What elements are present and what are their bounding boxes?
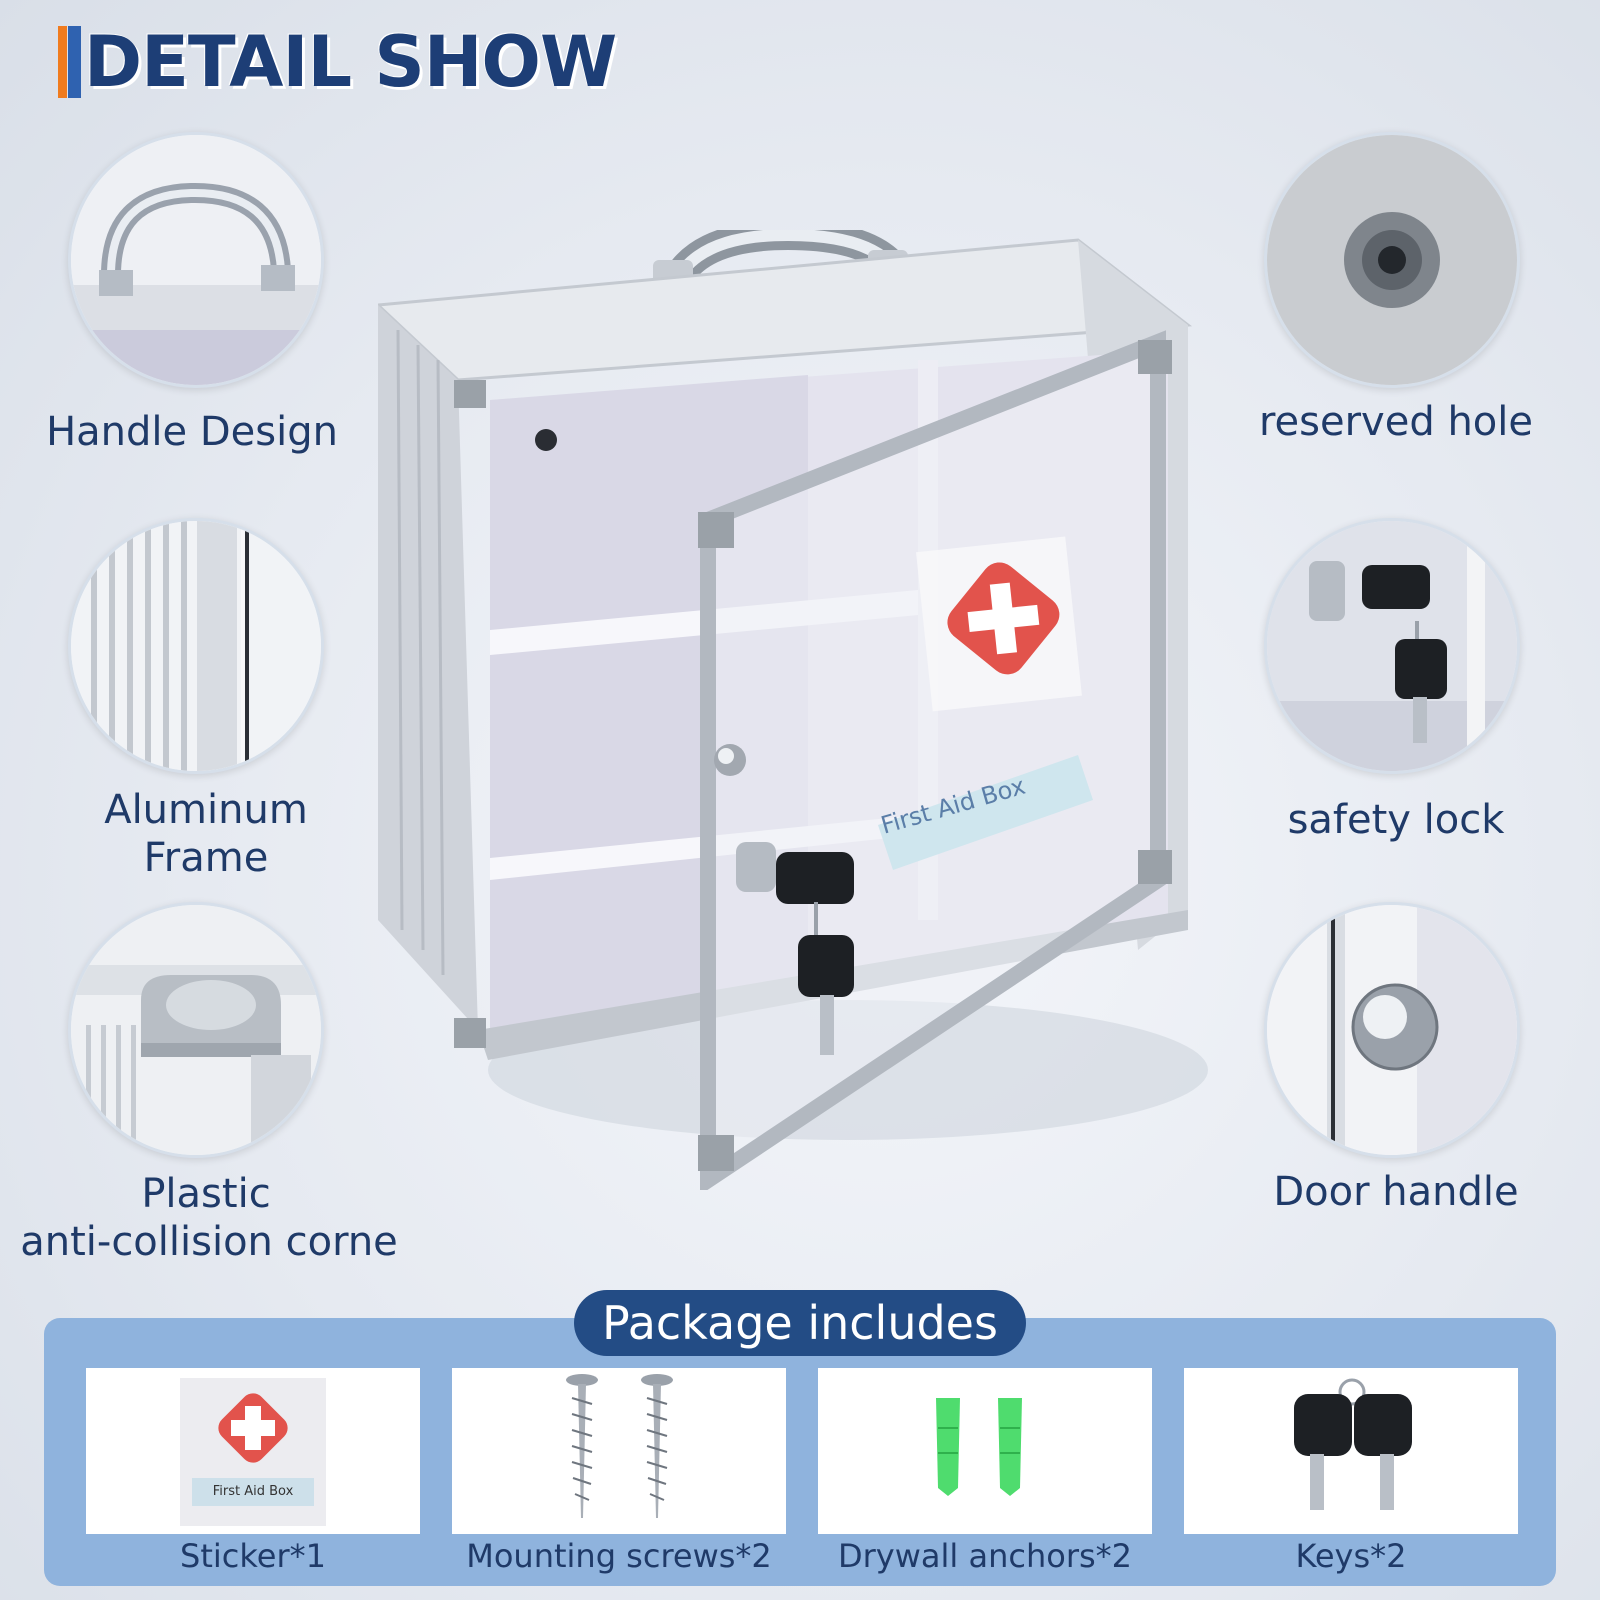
feature-knob-image [1264,902,1520,1158]
package-item-sticker: First Aid Box [86,1368,420,1534]
drywall-anchors-icon [936,1398,1022,1496]
package-item-screws-label: Mounting screws*2 [466,1537,772,1575]
feature-frame-image [68,518,324,774]
feature-corner-image [68,902,324,1158]
feature-lock-label: safety lock [1287,797,1505,843]
feature-corner-label-2: anti-collision corne [20,1219,398,1265]
feature-hole-image [1264,132,1520,388]
page-title: DETAIL SHOW [84,21,617,103]
package-item-keys-label: Keys*2 [1295,1537,1407,1575]
package-item-screws [452,1368,786,1534]
screws-icon [566,1374,673,1518]
feature-knob-label: Door handle [1273,1169,1519,1215]
first-aid-cabinet-image [374,219,1208,1195]
sticker-image: First Aid Box [180,1378,326,1526]
package-item-sticker-label: Sticker*1 [180,1537,326,1575]
feature-lock-image [1264,518,1520,774]
feature-frame-label-2: Frame [143,835,269,881]
package-item-anchors [818,1368,1152,1534]
feature-handle-image [68,132,324,388]
keys-icon [1294,1378,1412,1510]
title-accent-bar [58,26,67,98]
package-title: Package includes [574,1290,1026,1356]
sticker-label-text: First Aid Box [192,1478,314,1506]
feature-frame-label-1: Aluminum [104,787,308,833]
feature-hole-label: reserved hole [1258,399,1533,445]
package-item-keys [1184,1368,1518,1534]
package-item-anchors-label: Drywall anchors*2 [838,1537,1132,1575]
title-accent-bar-blue [68,26,81,98]
feature-handle-label: Handle Design [46,409,338,455]
feature-corner-label-1: Plastic [141,1171,271,1217]
